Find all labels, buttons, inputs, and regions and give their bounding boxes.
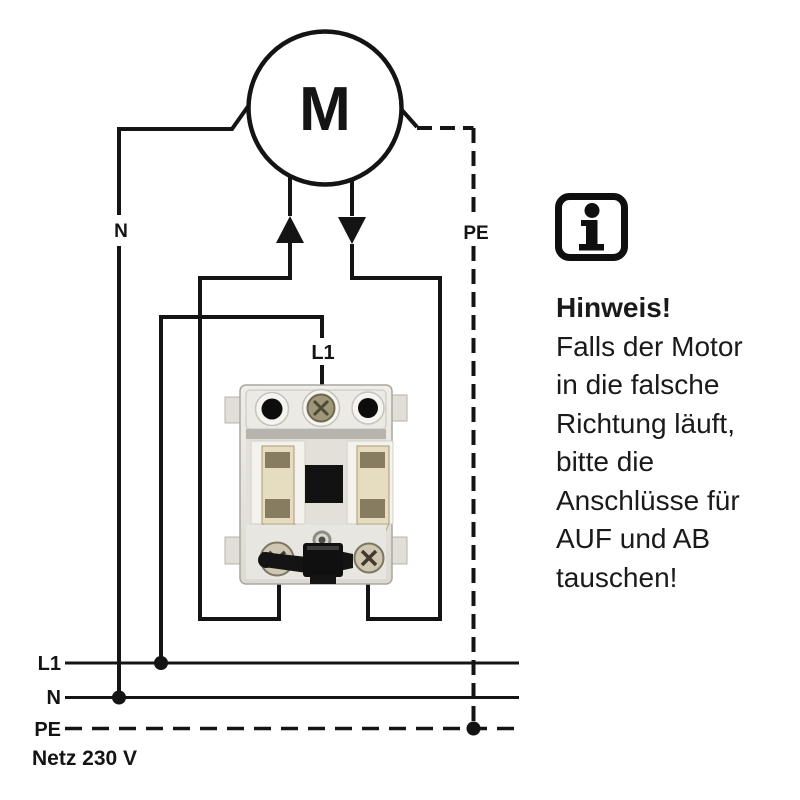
mains-rails [65, 661, 519, 731]
n-wire [117, 103, 251, 697]
up-arrow-icon [276, 216, 304, 243]
motor-circle [246, 29, 404, 187]
switch-lever [258, 543, 353, 584]
switch-screw-right [353, 542, 385, 574]
note-line: bitte die [556, 446, 655, 477]
switch-terminal-right [351, 391, 385, 425]
switch-side-tabs [224, 394, 408, 565]
pe-wire-dashed [417, 126, 476, 728]
motor-label: M [299, 75, 351, 144]
down-arrow-icon [338, 217, 366, 244]
junction-dot-l1 [154, 656, 168, 670]
junction-dot-n [112, 690, 126, 705]
label-l1-mid: L1 [311, 342, 334, 364]
switch-terminal-left [254, 391, 290, 427]
label-n-top: N [114, 221, 128, 242]
rail-label-l1: L1 [38, 653, 61, 675]
auf-wire [198, 177, 292, 621]
note-title: Hinweis! [556, 292, 672, 323]
note-line: Falls der Motor [556, 330, 743, 362]
rail-label-n: N [47, 687, 61, 709]
note-line: AUF und AB [556, 523, 711, 554]
note-line: Richtung läuft, [556, 407, 735, 439]
rocker-switch [224, 384, 408, 585]
ab-wire [350, 180, 442, 621]
junction-dot-pe [466, 721, 481, 736]
switch-terminal-center-screw [301, 388, 341, 428]
label-pe-top: PE [463, 223, 488, 244]
info-icon [555, 193, 628, 261]
switch-clamp-right [356, 445, 390, 548]
info-icon-glyph [555, 193, 628, 261]
note-line: Anschlüsse für [556, 484, 740, 516]
pe-wire-solid [399, 107, 419, 129]
note-text: Hinweis! Falls der Motor in die falsche … [556, 289, 786, 597]
note-line: tauschen! [556, 561, 678, 593]
switch-panel-shadow [246, 429, 386, 439]
mains-caption: Netz 230 V [32, 747, 137, 770]
rail-label-pe: PE [34, 719, 61, 741]
wires [117, 103, 476, 728]
switch-center-block [305, 465, 343, 503]
note-line: in die falsche [556, 369, 720, 400]
